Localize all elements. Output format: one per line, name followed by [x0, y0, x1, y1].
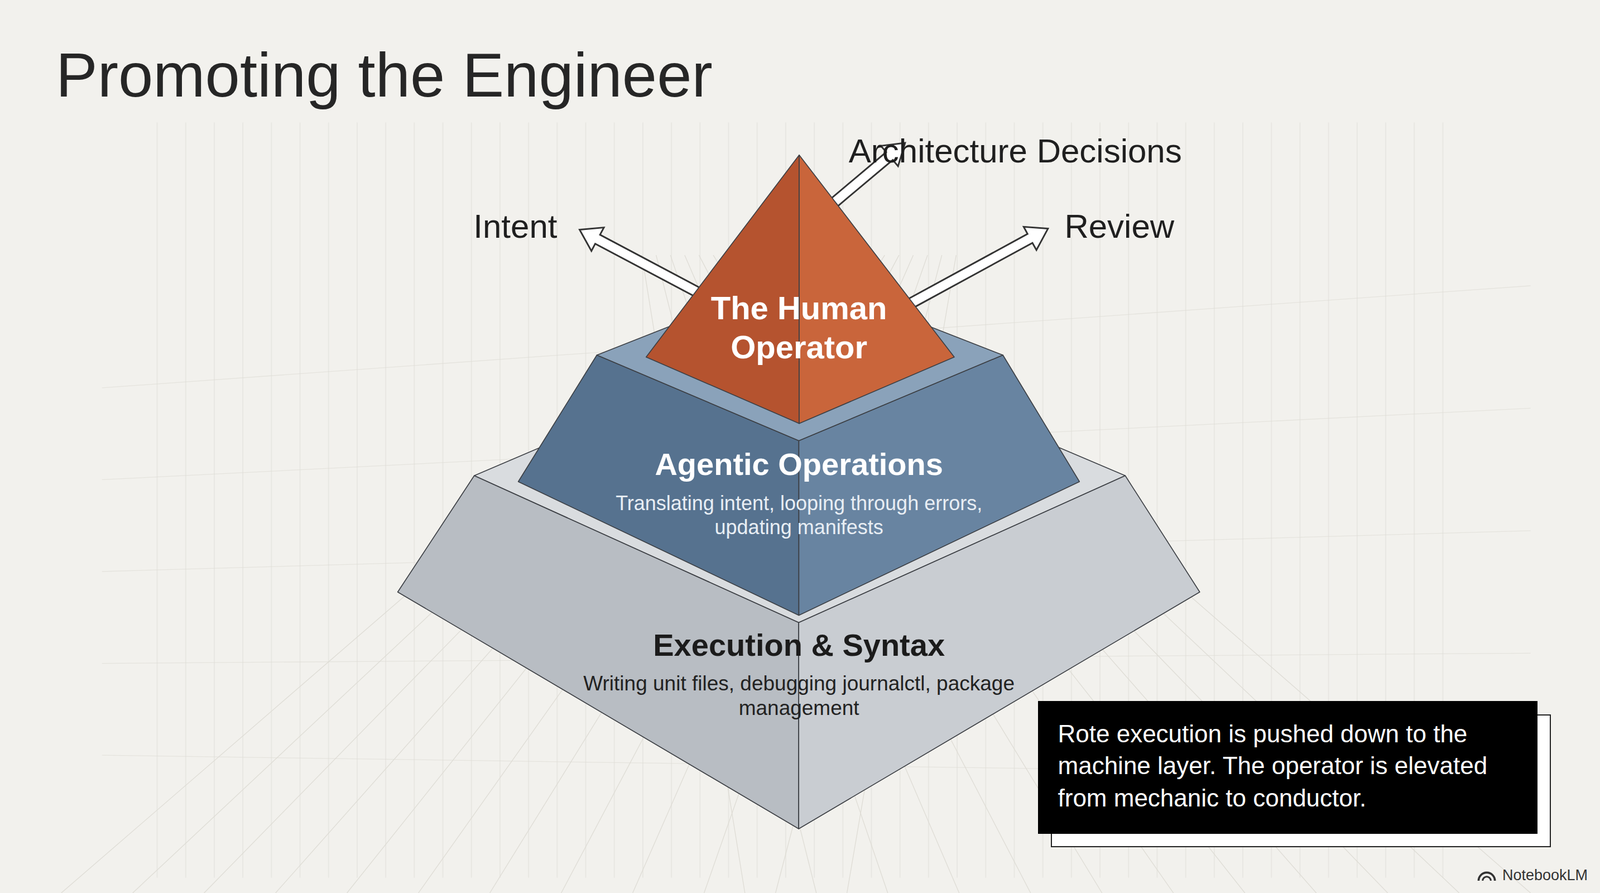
arrow-label: Review — [1064, 207, 1175, 246]
outward-arrow — [579, 227, 700, 297]
watermark: NotebookLM — [1502, 866, 1588, 884]
tier-description: Translating intent, looping through erro… — [609, 491, 989, 540]
watermark-icon — [1478, 872, 1495, 881]
tier-heading: The Human Operator — [681, 288, 917, 367]
outward-arrow — [908, 226, 1048, 308]
tier-heading: Agentic Operations — [584, 445, 1014, 483]
tier-description: Writing unit files, debugging journalctl… — [574, 671, 1024, 722]
apex-pyramid: The Human Operator — [632, 147, 970, 434]
title: Promoting the Engineer — [55, 39, 713, 112]
tier-heading: Execution & Syntax — [574, 626, 1024, 664]
arrow-label: Architecture Decisions — [775, 131, 1256, 171]
arrow-label: Intent — [473, 207, 557, 246]
callout-box: Rote execution is pushed down to the mac… — [1038, 700, 1539, 834]
callout-text: Rote execution is pushed down to the mac… — [1058, 717, 1518, 814]
